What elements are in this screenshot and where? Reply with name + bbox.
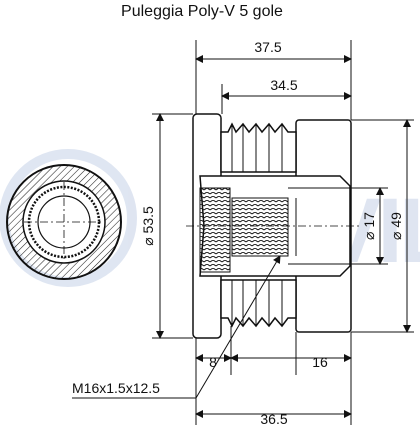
dim-diameter-left-group: ⌀ 53.5 <box>140 206 156 246</box>
drawing-title: Puleggia Poly-V 5 gole <box>121 3 283 20</box>
front-view <box>6 164 122 280</box>
dim-thread-spec: M16x1.5x12.5 <box>72 380 160 396</box>
dim-right-section: 16 <box>312 354 328 370</box>
dim-diameter-outer-group: ⌀ 49 <box>388 212 404 240</box>
dim-inner-length-top: 34.5 <box>270 77 297 93</box>
dimension-lines <box>72 40 414 425</box>
dim-flange-width: 8 <box>209 354 217 370</box>
side-view <box>186 113 362 339</box>
dim-overall-length-bottom: 36.5 <box>260 411 287 425</box>
svg-text:⌀ 17: ⌀ 17 <box>361 212 377 240</box>
dim-overall-length-top: 37.5 <box>254 39 281 55</box>
dim-diameter-bore: 17 <box>361 212 377 228</box>
dim-diameter-bore-group: ⌀ 17 <box>361 212 377 240</box>
svg-text:⌀ 49: ⌀ 49 <box>388 212 404 240</box>
dim-diameter-left: 53.5 <box>140 206 156 233</box>
dim-diameter-outer: 49 <box>388 212 404 228</box>
svg-text:⌀ 53.5: ⌀ 53.5 <box>140 206 156 246</box>
